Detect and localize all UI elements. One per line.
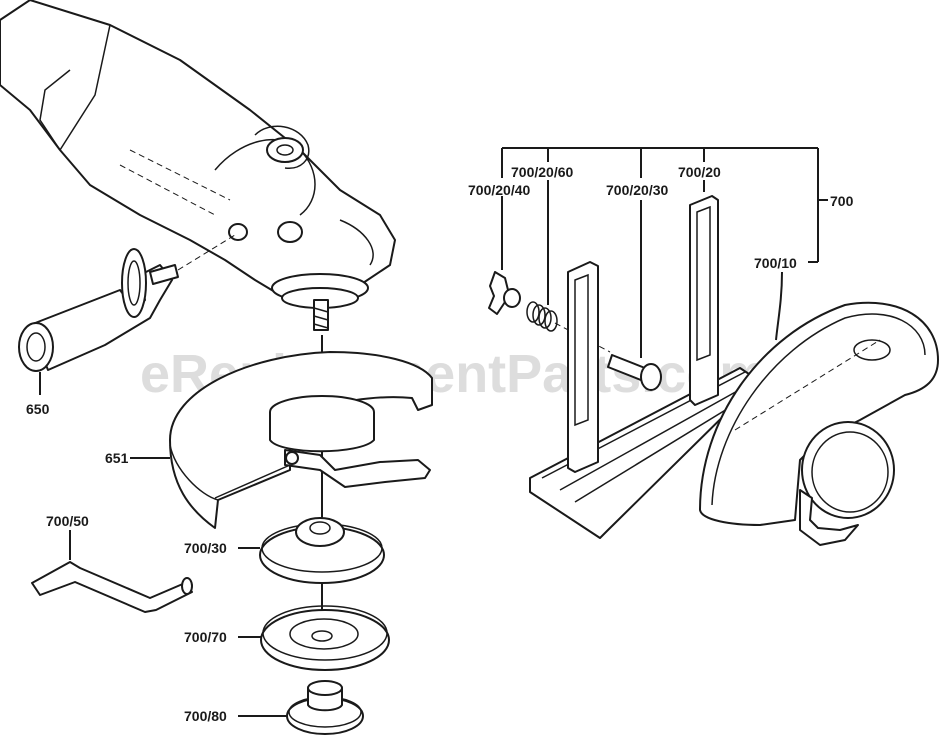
- assembly-bracket-700: [501, 147, 828, 263]
- label-700-10: 700/10: [754, 255, 797, 271]
- angle-grinder: [0, 0, 396, 331]
- label-700-20: 700/20: [678, 164, 721, 180]
- bolt-700-20-30: [607, 354, 662, 391]
- cutting-hood-700-10: [699, 301, 939, 546]
- clamp-nut-700-80: [238, 680, 364, 735]
- disc-700-70: [238, 605, 390, 671]
- guide-rail-700-20: [689, 195, 719, 406]
- label-700-70: 700/70: [184, 629, 227, 645]
- label-700-20-30: 700/20/30: [606, 182, 668, 198]
- label-700-50: 700/50: [46, 513, 89, 529]
- spring-700-20-60: [526, 301, 611, 353]
- label-700-80: 700/80: [184, 708, 227, 724]
- label-700-30: 700/30: [184, 540, 227, 556]
- label-651: 651: [105, 450, 129, 466]
- guide-rail-front: [567, 261, 599, 473]
- label-700-20-60: 700/20/60: [511, 164, 573, 180]
- side-handle-650: [18, 234, 236, 395]
- label-700: 700: [830, 193, 854, 209]
- hex-key-700-50: [31, 530, 193, 613]
- wheel-guard-651: [130, 351, 433, 529]
- wing-nut-700-20-40: [488, 271, 521, 315]
- label-700-20-40: 700/20/40: [468, 182, 530, 198]
- flange-700-30: [238, 517, 385, 584]
- label-650: 650: [26, 401, 50, 417]
